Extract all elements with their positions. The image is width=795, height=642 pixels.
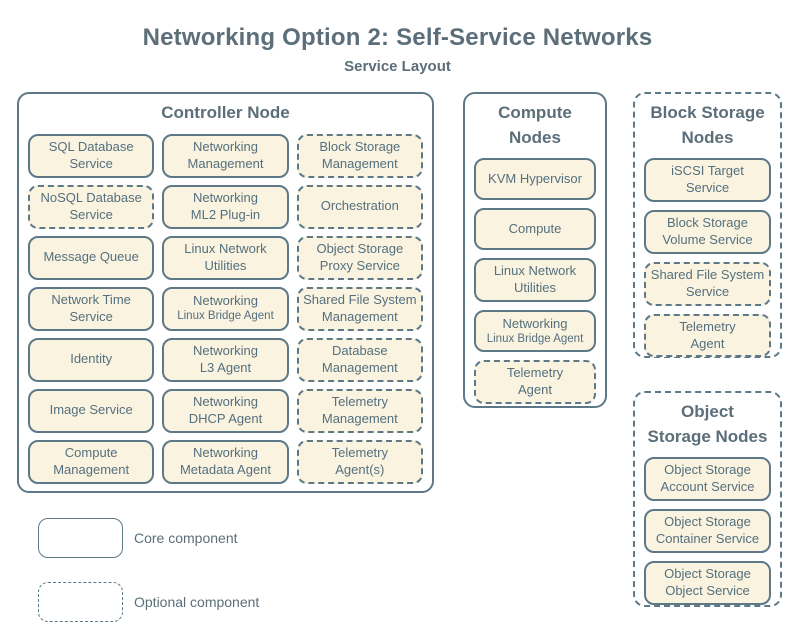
service-label: Message Queue [43,249,139,265]
service-box: Object Storage Proxy Service [296,235,423,280]
service-label: Linux Network Utilities [184,240,267,273]
legend-row-optional: Optional component [38,582,358,622]
service-label: Shared File System Service [650,266,765,299]
service-box: Compute [474,208,596,251]
service-label: Identity [70,351,113,367]
service-label: SQL Database Service [48,138,134,171]
legend-label-core: Core component [134,530,238,546]
service-label: Object Storage Proxy Service [316,240,404,273]
service-label: Shared File System Management [303,291,417,324]
service-label: Telemetry Agent [679,318,736,351]
service-box: Orchestration [296,184,423,229]
service-box: KVM Hypervisor [474,158,596,201]
optional-component-swatch [38,582,123,622]
service-box: Linux Network Utilities [162,235,289,280]
service-box: Networking Management [162,133,289,178]
service-box: Image Service [28,388,155,433]
service-label: Telemetry Management [321,393,398,426]
service-box: Networking Metadata Agent [162,439,289,484]
service-box: Shared File System Service [644,261,771,306]
service-box: Linux Network Utilities [474,258,596,303]
group-title-controller-node: Controller Node [161,103,290,122]
service-box: Object Storage Account Service [644,457,771,502]
service-label: Networking ML2 Plug-in [190,189,261,222]
service-label: KVM Hypervisor [488,170,582,186]
group-title-object-storage-nodes: Object Storage Nodes [647,402,768,446]
service-label: Linux Network Utilities [493,263,577,296]
service-label: Compute Management [53,444,130,477]
legend-label-optional: Optional component [134,594,260,610]
service-label: Object Storage Account Service [660,462,755,495]
service-box: Telemetry Agent [474,360,596,404]
service-label: Block Storage Management [319,138,401,171]
service-label: Networking DHCP Agent [188,393,263,426]
legend: Core component Optional component [38,518,358,642]
service-box: Telemetry Agent [644,313,771,358]
service-label: Telemetry Agent [506,365,564,397]
service-box: Block Storage Volume Service [644,210,771,254]
service-label: Object Storage Container Service [655,514,760,546]
service-box: Object Storage Object Service [644,560,771,605]
service-label: Networking [502,315,568,331]
service-box: Database Management [296,337,423,382]
service-box: Networking DHCP Agent [162,388,289,433]
service-label: Network Time Service [51,291,131,324]
service-box: SQL Database Service [28,133,155,178]
service-label: Networking [192,293,258,309]
service-sublabel: Linux Bridge Agent [177,310,274,323]
group-block-storage-nodes: Block Storage Nodes iSCSI Target Service… [633,92,782,358]
core-component-swatch [38,518,123,558]
service-box: Compute Management [28,439,155,484]
diagram-subtitle: Service Layout [344,58,451,75]
service-box: NoSQL Database Service [28,184,155,229]
service-box: Telemetry Agent(s) [296,439,423,484]
legend-row-core: Core component [38,518,358,558]
diagram-title: Networking Option 2: Self-Service Networ… [142,24,653,51]
group-title-compute-nodes: Compute Nodes [498,103,572,147]
service-sublabel: Linux Bridge Agent [486,332,584,345]
service-box: Networking L3 Agent [162,337,289,382]
service-label: Networking L3 Agent [192,342,258,375]
service-label: Networking Metadata Agent [179,444,272,477]
controller-node-services: SQL Database Service Networking Managemen… [19,126,432,493]
service-box: Shared File System Management [296,286,423,331]
service-box: iSCSI Target Service [644,158,771,203]
service-label: Compute [508,220,562,236]
service-label: Object Storage Object Service [664,565,751,598]
group-title-block-storage-nodes: Block Storage Nodes [650,103,765,147]
service-label: Networking Management [187,138,264,171]
service-box: Block Storage Management [296,133,423,178]
service-box: Message Queue [28,235,155,280]
service-box: Identity [28,337,155,382]
service-label: iSCSI Target Service [671,163,744,196]
service-box: Telemetry Management [296,388,423,433]
service-label: Orchestration [320,198,399,214]
service-box: Network Time Service [28,286,155,331]
service-label: Image Service [49,402,133,418]
service-box: Networking ML2 Plug-in [162,184,289,229]
service-label: Database Management [321,342,398,375]
group-object-storage-nodes: Object Storage Nodes Object Storage Acco… [633,391,782,607]
service-label: NoSQL Database Service [40,189,142,222]
service-box: Object Storage Container Service [644,509,771,553]
service-label: Block Storage Volume Service [662,215,753,247]
service-label: Telemetry Agent(s) [331,444,388,477]
